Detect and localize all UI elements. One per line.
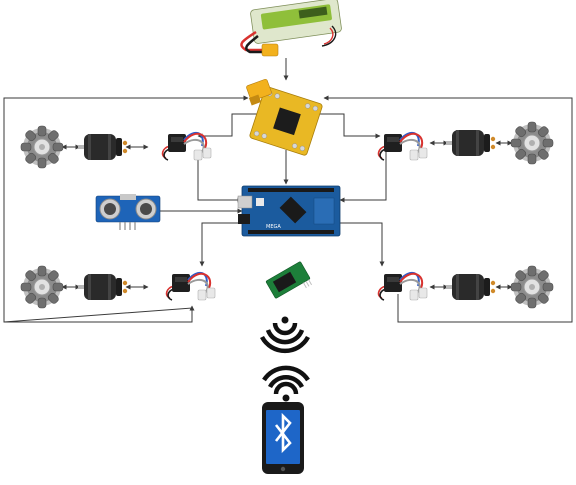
drive-unit-rear-right (379, 266, 553, 308)
mecanum-wheel-icon (511, 122, 553, 164)
lipo-battery-icon (241, 0, 341, 56)
dc-motor-icon (78, 134, 127, 160)
dc-motor-icon (446, 274, 495, 300)
arduino-mega-icon: MEGA (238, 186, 340, 236)
dc-motor-icon (446, 130, 495, 156)
esc-icon (379, 273, 427, 300)
drive-unit-rear-left (21, 266, 215, 308)
smartphone-bluetooth-icon (262, 402, 304, 474)
bluetooth-module-icon (266, 261, 312, 298)
mecanum-wheel-icon (511, 266, 553, 308)
wireless-signal-icon (264, 368, 308, 402)
dc-motor-icon (78, 274, 127, 300)
drive-unit-front-left (21, 126, 211, 168)
wireless-signal-icon (262, 317, 308, 351)
svg-text:MEGA: MEGA (266, 224, 281, 230)
esc-icon (163, 133, 211, 160)
ultrasonic-sensor-icon (96, 194, 160, 230)
mecanum-wheel-icon (21, 126, 63, 168)
mecanum-wheel-icon (21, 266, 63, 308)
power-distribution-board-icon (246, 79, 323, 156)
esc-icon (167, 273, 215, 300)
drive-unit-front-right (379, 122, 553, 164)
